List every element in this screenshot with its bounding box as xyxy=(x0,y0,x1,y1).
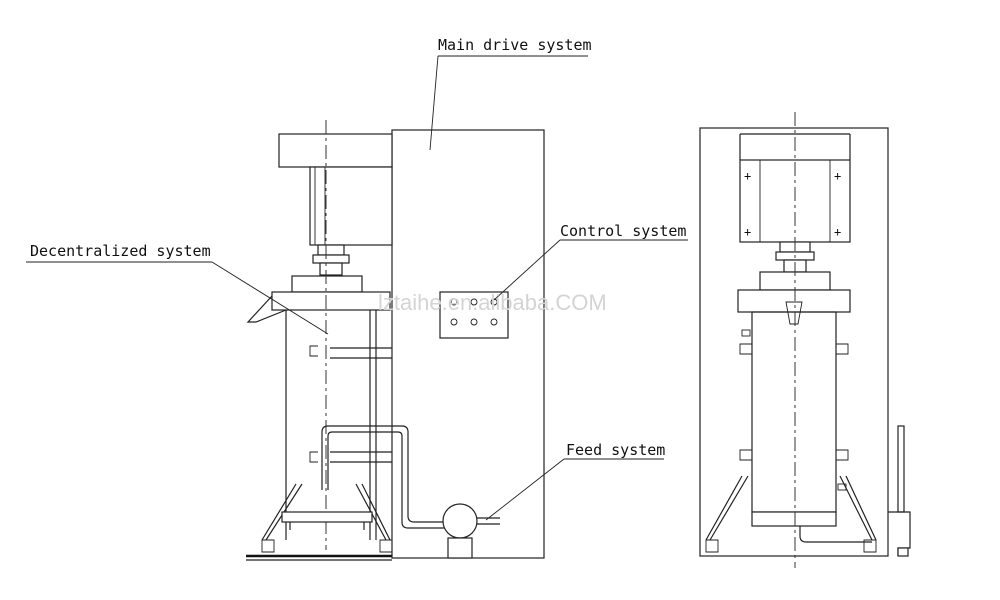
label-main-drive-system: Main drive system xyxy=(438,36,592,54)
label-feed-system: Feed system xyxy=(566,441,665,459)
label-decentralized-system: Decentralized system xyxy=(30,242,211,260)
feed-pump xyxy=(442,503,478,539)
control-panel xyxy=(439,291,509,339)
svg-text:+: + xyxy=(744,169,751,183)
control-cabinet xyxy=(391,129,545,559)
control-knobs xyxy=(450,298,498,326)
leader-lines xyxy=(26,55,688,521)
side-frame xyxy=(699,127,889,557)
label-control-system: Control system xyxy=(560,222,686,240)
watermark: lztaihe.en.alibaba.COM xyxy=(378,290,607,315)
front-view xyxy=(246,120,545,561)
motor-body xyxy=(309,166,393,246)
side-bowl xyxy=(751,311,837,513)
cover-flange xyxy=(271,291,391,311)
motor-top-plate xyxy=(278,133,393,168)
svg-text:+: + xyxy=(834,169,841,183)
side-view: + + + + xyxy=(699,112,911,568)
svg-text:+: + xyxy=(834,225,841,239)
bowl-head xyxy=(291,275,363,293)
svg-text:+: + xyxy=(744,225,751,239)
side-flange xyxy=(737,289,851,313)
